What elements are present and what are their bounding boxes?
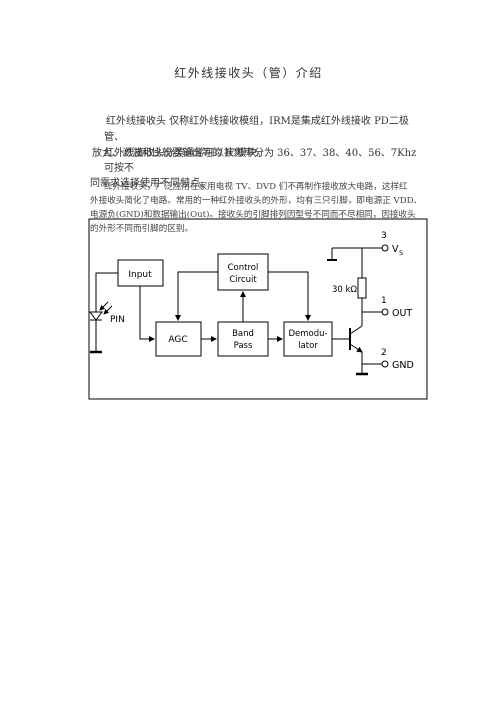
pin2-terminal (381, 360, 389, 368)
band-label-1: Band (232, 329, 254, 339)
para3-line4: 的外形不同而引脚的区别。 (90, 224, 194, 234)
para2-line2: 同需求选择使用不同频点。 (90, 178, 210, 189)
photodiode-icon (89, 311, 103, 321)
pin3-number: 3 (381, 231, 387, 241)
pin3-label: V (392, 244, 399, 255)
wire-control-agc (175, 271, 218, 321)
diagram-frame (88, 218, 428, 400)
pin1-label: OUT (392, 308, 412, 319)
para1-line1: 红外线接收头 仅称红外线接收模组，IRM是集成红外线接收 PD二极管、 (104, 116, 409, 143)
para1-line2: 放大、滤波和比较器输出等的 IC模块。 (92, 148, 267, 159)
pin1-terminal (381, 308, 389, 316)
wire-input-agc (139, 286, 155, 342)
block-diagram: Input Control Circuit AGC Band Pass Demo… (88, 218, 428, 400)
paragraph-intro: 红外线接收头 仅称红外线接收模组，IRM是集成红外线接收 PD二极管、 放大、滤… (90, 114, 426, 162)
pin3-terminal (381, 244, 389, 252)
agc-block (155, 321, 202, 357)
control-label-1: Control (228, 263, 259, 273)
wire-control-demod (268, 271, 311, 321)
receiver-circuit-diagram: Input Control Circuit AGC Band Pass Demo… (88, 218, 428, 400)
paragraph-frequency: 红外线接收头分类通常可以按频率分为 36、37、38、40、56、7Khz可按不… (90, 146, 426, 191)
resistor-label: 30 kΩ (332, 285, 357, 295)
pin2-number: 2 (381, 348, 387, 358)
resistor-icon (357, 277, 367, 299)
demod-label-1: Demodu- (288, 329, 327, 339)
para2-line1: 红外线接收头分类通常可以按频率分为 36、37、38、40、56、7Khz可按不 (104, 148, 417, 174)
para3-line1: 红外接收头，广泛应用在家用电视 TV、DVD 们不再制作接收放大电路，这样红 (104, 182, 408, 192)
para3-line2: 外接收头简化了电路。常用的一种红外接收头的外形，均有三只引脚，即电源正 VDD、 (90, 196, 423, 206)
page-title: 红外线接收头（管）介绍 (174, 66, 323, 80)
pin1-number: 1 (381, 296, 387, 306)
pin2-label: GND (392, 360, 414, 371)
pin-label: PIN (110, 315, 125, 325)
wire-input-pin (95, 272, 118, 306)
pin3-sub: S (399, 249, 403, 257)
demod-label-2: lator (298, 341, 318, 351)
control-label-2: Circuit (229, 275, 257, 285)
band-label-2: Pass (234, 341, 253, 351)
paragraph-pins: 红外接收头，广泛应用在家用电视 TV、DVD 们不再制作接收放大电路，这样红 外… (90, 180, 426, 236)
input-block (117, 259, 164, 287)
input-block-label: Input (128, 270, 152, 280)
agc-label: AGC (168, 335, 187, 345)
para3-line3: 电源负(GND)和数据输出(Out)。接收头的引脚排列因型号不同而不尽相同，因接… (90, 210, 416, 220)
demodulator-block (283, 321, 333, 357)
